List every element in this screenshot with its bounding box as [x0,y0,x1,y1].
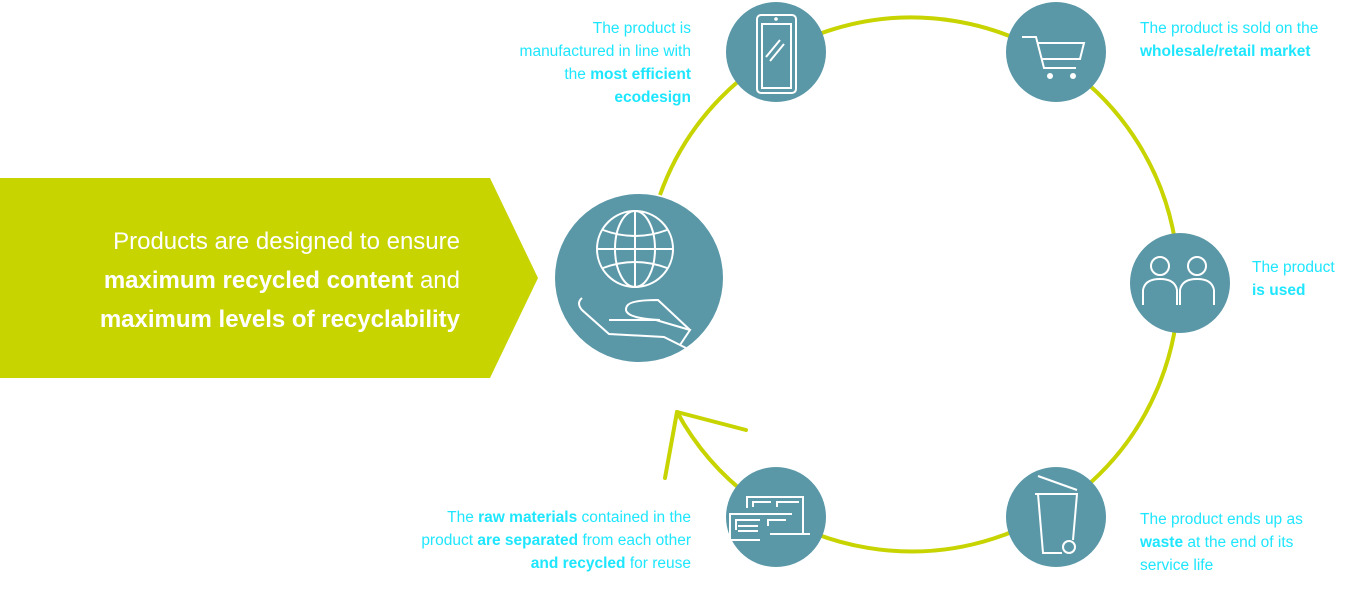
banner-text: Products are designed to ensure maximum … [60,222,460,339]
step-label-manufacture: The product is manufactured in line with… [500,17,691,109]
bold-text: raw materials [478,509,578,526]
text: from each other [578,532,691,549]
trash-bin-icon [1006,467,1106,567]
bold-text: and recycled [530,555,626,572]
text: The product is manufactured in line with… [519,20,691,83]
shopping-cart-icon [1006,2,1106,102]
step-label-used: The product is used [1252,256,1352,302]
banner-line-1: Products are designed to ensure [113,228,460,255]
bold-text: wholesale/retail market [1140,43,1311,60]
text: The product ends up as [1140,511,1303,528]
step-label-recycled: The raw materials contained in the produ… [410,506,691,575]
banner-bold-1: maximum recycled content [103,267,414,294]
bold-text: are separated [477,532,579,549]
text: for reuse [625,555,691,572]
bold-text: most efficient ecodesign [590,66,691,106]
step-label-sold: The product is sold on the wholesale/ret… [1140,17,1355,63]
text: The product [1252,259,1335,276]
banner-bold-2: maximum levels of recyclability [99,306,460,333]
text: contained in the product [421,509,691,549]
people-icon [1130,233,1230,333]
banner-arrow [0,178,538,378]
text: The product is sold on the [1140,20,1319,37]
bold-text: is used [1252,282,1306,299]
banner-mid: and [413,267,460,294]
text: The [447,509,479,526]
arrowhead [663,410,748,480]
step-label-waste: The product ends up as waste at the end … [1140,508,1330,577]
bold-text: waste [1140,534,1184,551]
globe-hand-icon [555,194,723,362]
cycle-ring [658,15,1181,554]
smartphone-icon [726,2,826,102]
recycling-containers-icon [726,467,826,567]
text: at the end of its service life [1140,534,1294,574]
